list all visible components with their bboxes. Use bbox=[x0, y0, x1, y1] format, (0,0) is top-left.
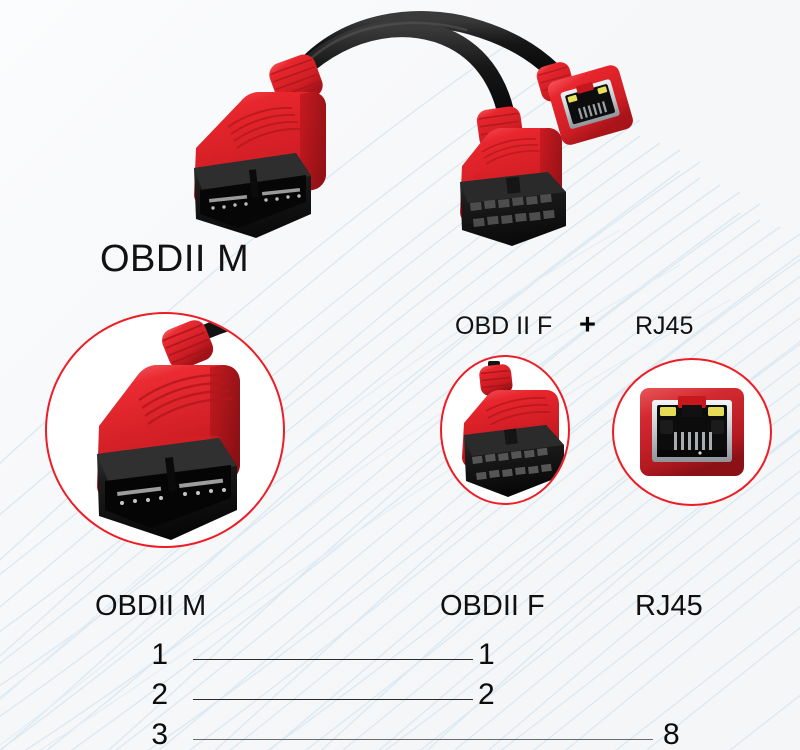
obdii-male-detail-image bbox=[97, 314, 283, 540]
cable-harness bbox=[291, 11, 569, 135]
pinmap-row-left-pin: 2 bbox=[151, 678, 168, 711]
callout-label-rj45: RJ45 bbox=[635, 312, 694, 340]
pinmap-header-obdii-m: OBDII M bbox=[95, 590, 207, 622]
rj45-jack-detail-image bbox=[640, 388, 744, 476]
callout-circle-rj45 bbox=[612, 358, 772, 506]
callout-circle-obdii-f bbox=[440, 355, 570, 505]
pinmap-row-left-pin: 3 bbox=[151, 718, 168, 750]
page-title: OBDII M bbox=[100, 238, 250, 280]
obdii-female-detail-image bbox=[462, 361, 564, 497]
pinmap-connector-line bbox=[193, 659, 473, 660]
pinmap-header-rj45: RJ45 bbox=[635, 590, 703, 622]
pinmap-row-left-pin: 1 bbox=[151, 638, 168, 671]
pinmap-header-obdii-f: OBDII F bbox=[440, 590, 545, 622]
callout-circle-obdii-m bbox=[45, 312, 285, 548]
pinmap-connector-line bbox=[193, 699, 473, 700]
pinmap-connector-line bbox=[193, 739, 653, 740]
callout-label-obdii-f: OBD II F bbox=[455, 312, 553, 340]
pin-mapping-table: OBDII M OBDII F RJ45 1 1 2 2 3 8 bbox=[0, 590, 800, 750]
obdii-male-connector-photo bbox=[194, 54, 326, 238]
pinmap-row-right-pin: 2 bbox=[478, 678, 495, 711]
pinmap-row-right-pin: 1 bbox=[478, 638, 495, 671]
pinmap-row-right-pin: 8 bbox=[663, 718, 680, 750]
obdii-female-connector-photo bbox=[460, 106, 566, 246]
plus-icon: + bbox=[579, 309, 596, 341]
